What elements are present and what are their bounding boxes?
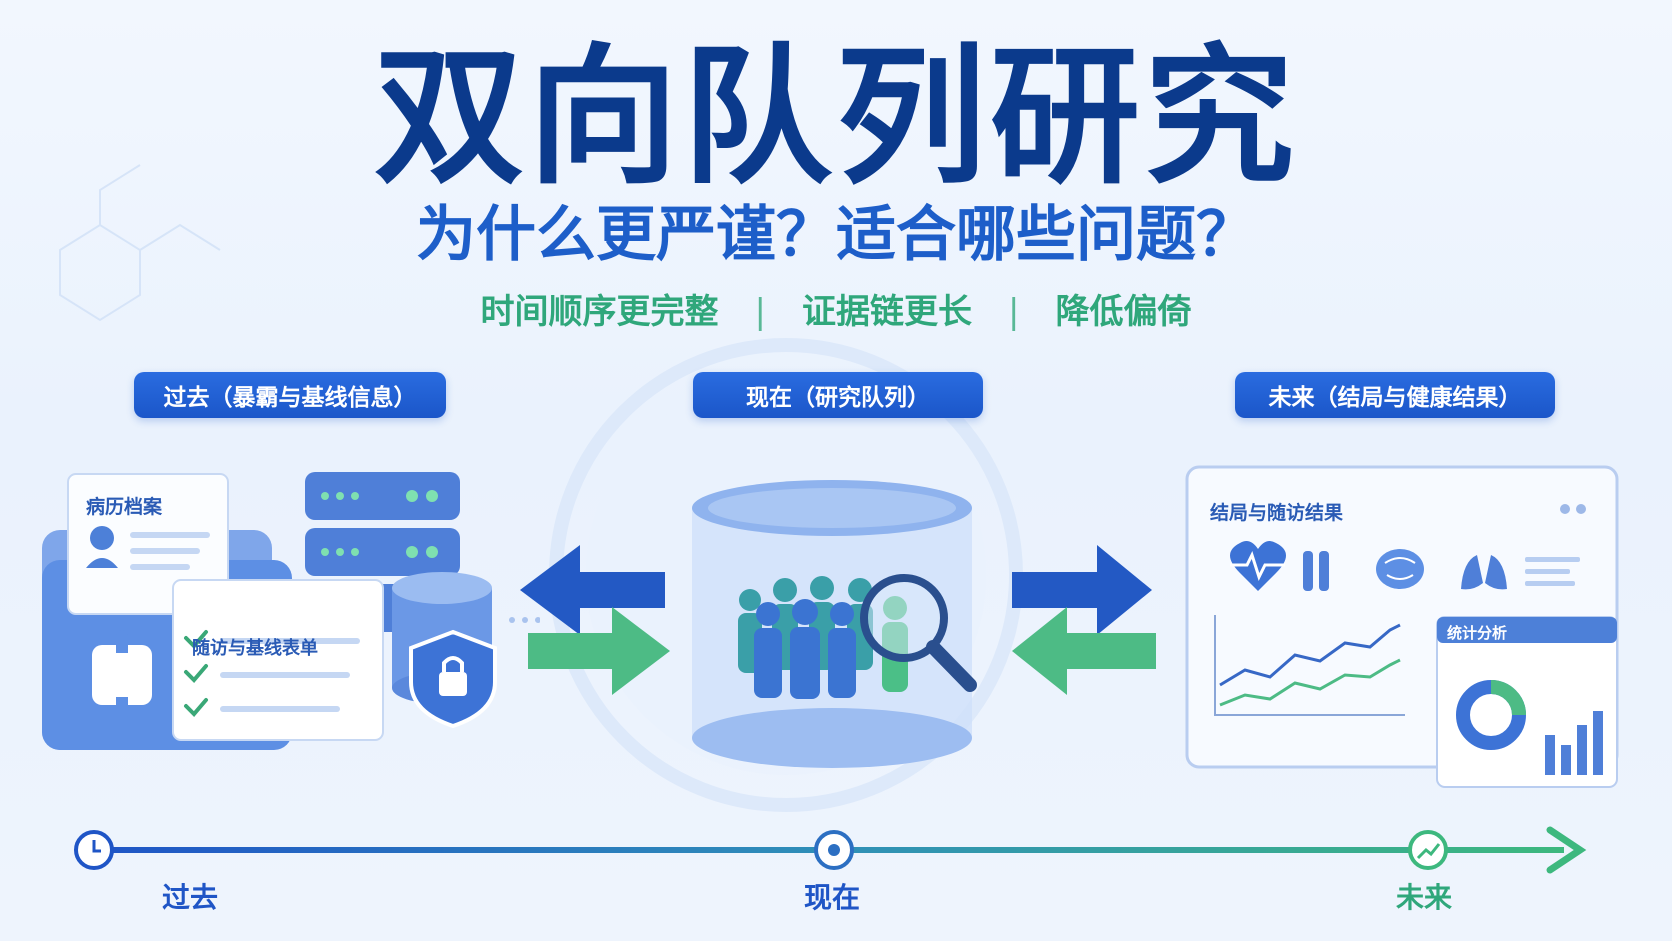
tagline-3: 降低偏倚 (1055, 292, 1192, 332)
arrow-back-icon (520, 545, 665, 635)
tagline-2: 证据链更长 (802, 292, 972, 332)
stats-card-title: 统计分析 (1447, 624, 1508, 642)
tagline-1: 时间顺序更完整 (480, 292, 719, 332)
timeline-present: 现在 (804, 881, 861, 914)
records-card-title: 病历档案 (86, 496, 163, 518)
bar-chart (1545, 711, 1603, 775)
tagline-row: 时间顺序更完整 | 证据链更长 | 降低偏倚 (0, 290, 1672, 334)
timeline (74, 826, 1587, 874)
future-dashboard (1185, 465, 1619, 788)
timeline-past: 过去 (162, 881, 219, 914)
timeline-future: 未来 (1396, 881, 1453, 914)
brain-icon (1376, 549, 1424, 589)
page-title: 双向队列研究 (373, 31, 1298, 205)
test-tube-icon (1303, 551, 1329, 591)
heart-icon (1230, 541, 1286, 591)
present-marker (814, 830, 854, 870)
trend-chart (1214, 615, 1405, 716)
past-illustration (42, 472, 540, 750)
arrows-right (1012, 545, 1156, 695)
tagline-separator: | (754, 292, 766, 332)
arrow-back-icon (1012, 607, 1156, 695)
page-subtitle: 为什么更严谨？适合哪些问题？ (416, 200, 1256, 270)
lock-shield-icon (409, 629, 497, 729)
cohort-cylinder-icon (692, 480, 977, 768)
lungs-icon (1461, 555, 1507, 590)
clock-icon (74, 830, 114, 870)
trend-icon (1408, 830, 1448, 870)
future-section-label: 未来（结局与健康结果） (1235, 372, 1555, 418)
magnifier-icon (860, 574, 977, 692)
donut-chart (1456, 680, 1526, 750)
tagline-separator: | (1008, 292, 1020, 332)
arrow-forward-icon (528, 607, 670, 695)
form-card-title: 随访与基线表单 (192, 638, 318, 659)
present-section-label: 现在（研究队列） (693, 372, 983, 418)
dashboard-title: 结局与随访结果 (1210, 502, 1344, 524)
arrows-left (520, 545, 670, 695)
past-section-label: 过去（暴霸与基线信息） (134, 372, 446, 418)
arrow-forward-icon (1012, 545, 1152, 635)
